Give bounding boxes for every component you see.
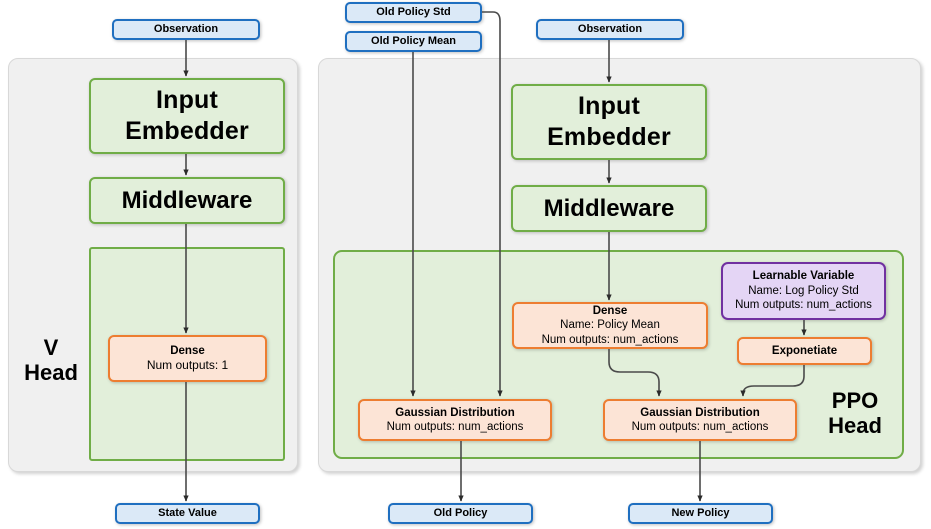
ppo-head-label-line2: Head <box>828 413 882 439</box>
input-old-policy-mean-label: Old Policy Mean <box>371 34 456 47</box>
input-observation-ppo[interactable]: Observation <box>536 19 684 40</box>
ppo-middleware-label: Middleware <box>543 194 675 222</box>
ppo-learnable-variable-line3: Num outputs: num_actions <box>735 299 872 312</box>
ppo-learnable-variable-line2: Name: Log Policy Std <box>748 284 859 297</box>
ppo-head-label-line1: PPO <box>831 388 879 413</box>
v-middleware-label: Middleware <box>121 186 253 214</box>
ppo-dense-policy-mean[interactable]: Dense Name: Policy Mean Num outputs: num… <box>512 302 708 349</box>
ppo-gaussian-old[interactable]: Gaussian Distribution Num outputs: num_a… <box>358 399 552 441</box>
ppo-middleware[interactable]: Middleware <box>511 185 707 232</box>
ppo-exponetiate[interactable]: Exponetiate <box>737 337 872 365</box>
ppo-gaussian-old-line2: Num outputs: num_actions <box>386 421 524 433</box>
v-middleware[interactable]: Middleware <box>89 177 285 224</box>
ppo-learnable-variable-line1: Learnable Variable <box>752 270 855 283</box>
ppo-gaussian-new-line2: Num outputs: num_actions <box>631 421 769 433</box>
v-head-label: V Head <box>16 335 86 386</box>
output-new-policy-label: New Policy <box>671 506 730 519</box>
v-dense[interactable]: Dense Num outputs: 1 <box>108 335 267 382</box>
ppo-gaussian-new[interactable]: Gaussian Distribution Num outputs: num_a… <box>603 399 797 441</box>
input-observation-v[interactable]: Observation <box>112 19 260 40</box>
v-input-embedder[interactable]: Input Embedder <box>89 78 285 154</box>
ppo-dense-line2: Name: Policy Mean <box>560 319 660 332</box>
v-head-label-line2: Head <box>24 360 78 386</box>
v-dense-line1: Dense <box>170 344 205 357</box>
input-observation-ppo-label: Observation <box>577 22 643 35</box>
output-new-policy[interactable]: New Policy <box>628 503 773 524</box>
ppo-input-embedder-label: Input Embedder <box>547 91 671 151</box>
input-old-policy-std-label: Old Policy Std <box>376 5 451 18</box>
v-head-label-line1: V <box>43 335 59 360</box>
ppo-input-embedder[interactable]: Input Embedder <box>511 84 707 160</box>
ppo-dense-line1: Dense <box>592 304 628 317</box>
input-old-policy-mean[interactable]: Old Policy Mean <box>345 31 482 52</box>
ppo-learnable-variable[interactable]: Learnable Variable Name: Log Policy Std … <box>721 262 886 320</box>
ppo-dense-line3: Num outputs: num_actions <box>541 333 679 346</box>
input-old-policy-std[interactable]: Old Policy Std <box>345 2 482 23</box>
v-input-embedder-label: Input Embedder <box>125 85 249 145</box>
output-state-value[interactable]: State Value <box>115 503 260 524</box>
ppo-exponetiate-label: Exponetiate <box>771 344 838 357</box>
input-observation-v-label: Observation <box>153 22 219 35</box>
ppo-gaussian-new-line1: Gaussian Distribution <box>640 406 760 419</box>
ppo-head-label: PPO Head <box>812 388 898 439</box>
output-old-policy[interactable]: Old Policy <box>388 503 533 524</box>
output-state-value-label: State Value <box>158 506 217 519</box>
output-old-policy-label: Old Policy <box>433 506 488 519</box>
v-dense-line2: Num outputs: 1 <box>146 358 229 373</box>
ppo-gaussian-old-line1: Gaussian Distribution <box>395 406 515 419</box>
